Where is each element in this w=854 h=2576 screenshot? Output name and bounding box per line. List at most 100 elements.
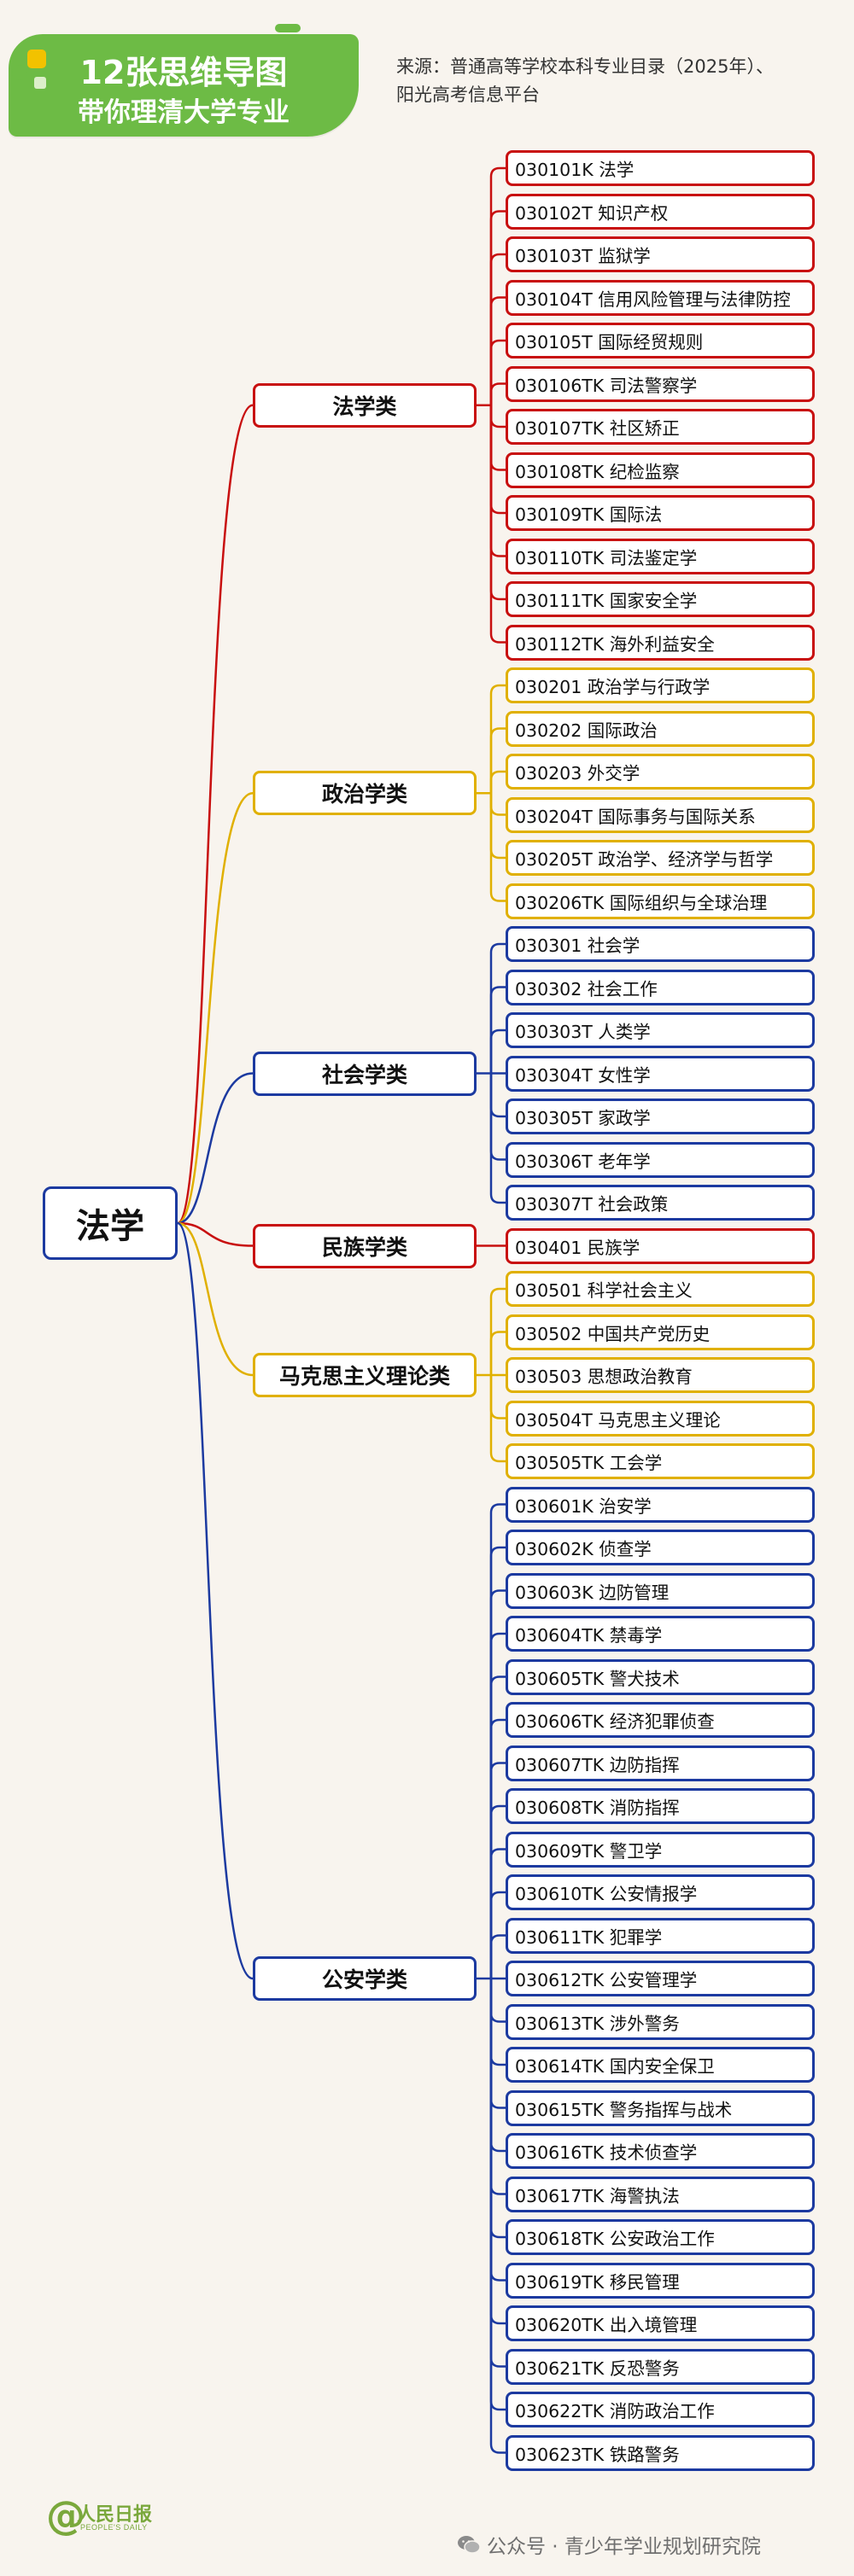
- major-item: 030501 科学社会主义: [506, 1271, 815, 1307]
- major-item: 030104T 信用风险管理与法律防控: [506, 279, 815, 316]
- major-item: 030502 中国共产党历史: [506, 1314, 815, 1350]
- connector-line: [489, 253, 506, 405]
- major-item: 030619TK 移民管理: [506, 2262, 815, 2299]
- major-item: 030607TK 边防指挥: [506, 1745, 815, 1781]
- connector-line: [177, 792, 254, 1225]
- major-item: 030307T 社会政策: [506, 1185, 815, 1221]
- category-node: 法学类: [253, 382, 477, 428]
- connector-line: [489, 793, 506, 902]
- decor-dash: [275, 24, 301, 32]
- wechat-account-name: 公众号 · 青少年学业规划研究院: [487, 2536, 761, 2558]
- major-item: 030606TK 经济犯罪侦查: [506, 1702, 815, 1738]
- major-item: 030206TK 国际组织与全球治理: [506, 883, 815, 919]
- major-item: 030302 社会工作: [506, 969, 815, 1005]
- connector-line: [489, 405, 506, 471]
- major-item: 030615TK 警务指挥与战术: [506, 2089, 815, 2126]
- major-item: 030622TK 消防政治工作: [506, 2392, 815, 2427]
- major-item: 030106TK 司法警察学: [506, 365, 815, 402]
- connector-line: [489, 1331, 506, 1375]
- connector-line: [489, 1979, 506, 2023]
- major-item: 030504T 马克思主义理论: [506, 1400, 815, 1437]
- major-item: 030623TK 铁路警务: [506, 2434, 815, 2471]
- category-node: 公安学类: [253, 1956, 477, 2001]
- connector-line: [489, 405, 506, 601]
- major-item: 030112TK 海外利益安全: [506, 624, 815, 661]
- badge-title: 12张思维导图: [79, 54, 288, 91]
- connector-line: [489, 1934, 506, 1979]
- connector-line: [489, 405, 506, 644]
- badge-subtitle: 带你理清大学专业: [78, 97, 290, 128]
- major-item: 030401 民族学: [506, 1227, 815, 1264]
- logo-text: 人民日报: [77, 2504, 153, 2526]
- connector-line: [489, 727, 506, 794]
- connector-line: [489, 1848, 506, 1979]
- major-item: 030605TK 警犬技术: [506, 1658, 815, 1695]
- connector-line: [489, 405, 506, 428]
- source-line-2: 阳光高考信息平台: [396, 85, 540, 105]
- major-item: 030203 外交学: [506, 754, 815, 790]
- major-item: 030304T 女性学: [506, 1055, 815, 1092]
- connector-line: [489, 1718, 506, 1979]
- connector-line: [489, 405, 506, 515]
- major-item: 030604TK 禁毒学: [506, 1616, 815, 1652]
- connector-line: [489, 986, 506, 1074]
- connector-line: [489, 382, 506, 405]
- major-item: 030602K 侦查学: [506, 1530, 815, 1565]
- connector-line: [177, 1221, 254, 1247]
- connector-line: [489, 1589, 506, 1979]
- connector-line: [489, 1503, 506, 1979]
- decor-dot-green: [12, 65, 27, 80]
- connector-line: [489, 1029, 506, 1074]
- connector-line: [489, 793, 506, 816]
- connector-line: [489, 1375, 506, 1419]
- connector-line: [489, 1979, 506, 2109]
- major-item: 030110TK 司法鉴定学: [506, 538, 815, 574]
- connector-line: [489, 793, 506, 860]
- connector-line: [177, 1221, 254, 1377]
- major-item: 030107TK 社区矫正: [506, 409, 815, 445]
- category-node: 马克思主义理论类: [253, 1353, 477, 1397]
- major-item: 030505TK 工会学: [506, 1443, 815, 1479]
- connector-line: [489, 942, 506, 1074]
- major-item: 030621TK 反恐警务: [506, 2348, 815, 2385]
- connector-line: [489, 210, 506, 405]
- decor-dot-yellow: [27, 50, 46, 68]
- major-item: 030612TK 公安管理学: [506, 1961, 815, 1996]
- connector-line: [489, 1891, 506, 1979]
- wechat-account: 公众号 · 青少年学业规划研究院: [456, 2530, 761, 2559]
- major-item: 030202 国际政治: [506, 710, 815, 747]
- major-item: 030111TK 国家安全学: [506, 581, 815, 617]
- major-item: 030101K 法学: [506, 150, 815, 186]
- root-node: 法学: [43, 1186, 178, 1260]
- decor-dot-light: [34, 77, 46, 89]
- connector-line: [489, 1375, 506, 1463]
- major-item: 030614TK 国内安全保卫: [506, 2047, 815, 2083]
- connector-line: [489, 1632, 506, 1979]
- major-item: 030301 社会学: [506, 926, 815, 962]
- major-item: 030305T 家政学: [506, 1099, 815, 1134]
- connector-line: [489, 684, 506, 794]
- major-item: 030610TK 公安情报学: [506, 1874, 815, 1910]
- connector-line: [177, 404, 254, 1225]
- connector-line: [489, 339, 506, 405]
- major-item: 030205T 政治学、经济学与哲学: [506, 840, 815, 876]
- major-item: 030613TK 涉外警务: [506, 2003, 815, 2040]
- major-item: 030103T 监狱学: [506, 236, 815, 272]
- major-item: 030306T 老年学: [506, 1141, 815, 1178]
- category-node: 社会学类: [253, 1051, 477, 1096]
- major-item: 030601K 治安学: [506, 1486, 815, 1523]
- peoples-daily-logo: @ 人民日报 PEOPLE'S DAILY: [46, 2492, 166, 2540]
- major-item: 030105T 国际经贸规则: [506, 323, 815, 358]
- connector-line: [489, 1979, 506, 2454]
- major-item: 030303T 人类学: [506, 1012, 815, 1048]
- connector-line: [177, 1072, 254, 1225]
- major-item: 030616TK 技术侦查学: [506, 2133, 815, 2169]
- major-item: 030611TK 犯罪学: [506, 1917, 815, 1954]
- connector-line: [489, 1762, 506, 1979]
- connector-line: [489, 1804, 506, 1979]
- connector-line: [489, 1287, 506, 1375]
- connector-line: [489, 405, 506, 557]
- logo-at-icon: @: [46, 2492, 85, 2538]
- connector-line: [489, 1676, 506, 1979]
